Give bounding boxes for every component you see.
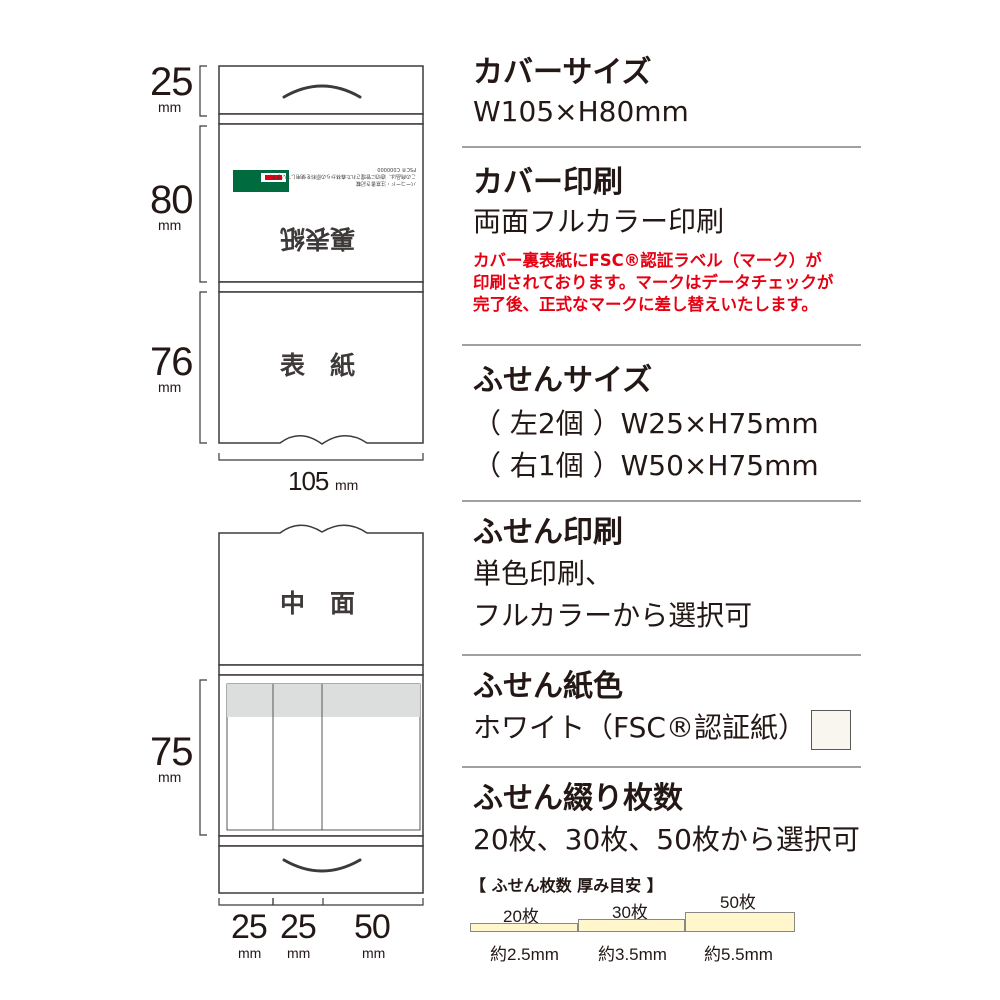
spec-sticky-size-line-2: （ 右1個 ）W50×H75mm — [473, 449, 819, 482]
back-cover-small-text: バーコード・注意書き記載 この商品は、適切に管理された森林からの原料を使用してい… — [226, 136, 416, 186]
spec-sticky-print-line-2: フルカラーから選択可 — [473, 599, 753, 632]
dim-bracket-75 — [199, 679, 207, 836]
spec-sticky-print-line-1: 単色印刷、 — [473, 557, 614, 590]
spec-sticky-count-title: ふせん綴り枚数 — [473, 781, 683, 816]
spec-sticky-size-line-1: （ 左2個 ）W25×H75mm — [473, 407, 819, 440]
thickness-bar-30 — [578, 919, 685, 932]
dim-76-value: 76 — [150, 340, 193, 384]
spec-cover-print-title: カバー印刷 — [473, 165, 623, 200]
spec-sticky-color: ふせん紙色 ホワイト（FSC®認証紙） — [473, 672, 863, 752]
sticky-glue-band — [227, 684, 420, 717]
spec-cover-size: カバーサイズ W105×H80mm — [473, 58, 863, 138]
inner-label: 中 面 — [280, 589, 356, 618]
dim-76-unit: mm — [158, 379, 182, 395]
dim-bracket-76 — [199, 291, 207, 444]
width-25b-unit: mm — [287, 945, 311, 961]
back-small-line-1: バーコード・注意書き記載 — [355, 180, 416, 186]
hanger-slot-bottom — [282, 858, 362, 873]
divider-2 — [462, 344, 861, 346]
fold-strip-inner-top — [218, 664, 424, 676]
top-flap — [218, 65, 424, 115]
width-50-unit: mm — [362, 945, 386, 961]
divider-4 — [462, 654, 861, 656]
width-50-value: 50 — [354, 908, 391, 946]
spec-sticky-color-title: ふせん紙色 — [473, 669, 623, 704]
back-cover-panel — [218, 123, 424, 283]
thickness-guide-title: 【 ふせん枚数 厚み目安 】 — [470, 876, 663, 895]
back-small-line-3: FSC® C000000 — [377, 166, 416, 172]
dim-80-unit: mm — [158, 217, 182, 233]
spec-cover-print: カバー印刷 両面フルカラー印刷 カバー裏表紙にFSC®認証ラベル（マーク）が 印… — [473, 168, 863, 328]
cover-inside-diagram — [199, 524, 424, 906]
spec-sticky-color-value: ホワイト（FSC®認証紙） — [473, 711, 806, 744]
dim-bracket-w25a — [218, 898, 274, 906]
spec-cover-print-note-3: 完了後、正式なマークに差し替えいたします。 — [473, 295, 818, 314]
thickness-value-50: 約5.5mm — [704, 945, 773, 964]
spec-sticky-print-title: ふせん印刷 — [473, 515, 623, 550]
spec-cover-size-value: W105×H80mm — [473, 95, 689, 128]
spec-sticky-size-title: ふせんサイズ — [473, 363, 653, 398]
dim-25-unit: mm — [158, 99, 182, 115]
back-small-line-2: この商品は、適切に管理された森林からの原料を使用しています。 — [266, 173, 416, 179]
width-25a-unit: mm — [238, 945, 262, 961]
spec-cover-print-note-2: 印刷されております。マークはデータチェックが — [473, 273, 834, 292]
dim-bracket-25 — [199, 65, 207, 117]
fold-strip-inner-bottom — [218, 835, 424, 847]
thickness-value-30: 約3.5mm — [598, 945, 667, 964]
sticky-color-swatch — [811, 710, 851, 750]
fsc-label-mark — [265, 175, 282, 180]
thickness-count-50: 50枚 — [720, 893, 756, 912]
inner-panel — [218, 524, 424, 666]
thickness-bar-20 — [470, 923, 578, 932]
spec-sticky-count-value: 20枚、30枚、50枚から選択可 — [473, 823, 860, 856]
divider-5 — [462, 766, 861, 768]
dim-75-value: 75 — [150, 730, 193, 774]
thickness-count-20: 20枚 — [503, 907, 539, 926]
dim-75-unit: mm — [158, 769, 182, 785]
front-cover-panel — [218, 291, 424, 445]
spec-sticky-count: ふせん綴り枚数 20枚、30枚、50枚から選択可 — [473, 784, 863, 864]
divider-1 — [462, 146, 861, 148]
back-cover-label: 裏表紙 — [280, 224, 356, 253]
thickness-value-20: 約2.5mm — [490, 945, 559, 964]
divider-3 — [462, 500, 861, 502]
dim-105-unit: mm — [335, 477, 359, 493]
front-cover-label: 表 紙 — [280, 351, 356, 380]
dim-bracket-105 — [218, 453, 424, 461]
fold-strip-middle — [218, 281, 424, 293]
hanger-slot — [282, 84, 362, 99]
dim-105-value: 105 — [288, 466, 329, 496]
thickness-count-30: 30枚 — [612, 903, 648, 922]
dim-25-value: 25 — [150, 60, 193, 104]
spec-cover-print-note-1: カバー裏表紙にFSC®認証ラベル（マーク）が — [473, 251, 822, 270]
thickness-bar-50 — [685, 912, 795, 932]
spec-sticky-size: ふせんサイズ （ 左2個 ）W25×H75mm （ 右1個 ）W50×H75mm — [473, 366, 863, 486]
dim-bracket-w50 — [322, 898, 424, 906]
spec-cover-size-title: カバーサイズ — [473, 55, 652, 90]
dim-80-value: 80 — [150, 178, 193, 222]
fold-strip-top — [218, 113, 424, 125]
spec-sticky-print: ふせん印刷 単色印刷、 フルカラーから選択可 — [473, 518, 863, 638]
width-25a-value: 25 — [231, 908, 268, 946]
dim-bracket-80 — [199, 125, 207, 283]
cover-outside-diagram — [199, 65, 424, 461]
width-25b-value: 25 — [280, 908, 317, 946]
spec-cover-print-value: 両面フルカラー印刷 — [473, 205, 725, 238]
